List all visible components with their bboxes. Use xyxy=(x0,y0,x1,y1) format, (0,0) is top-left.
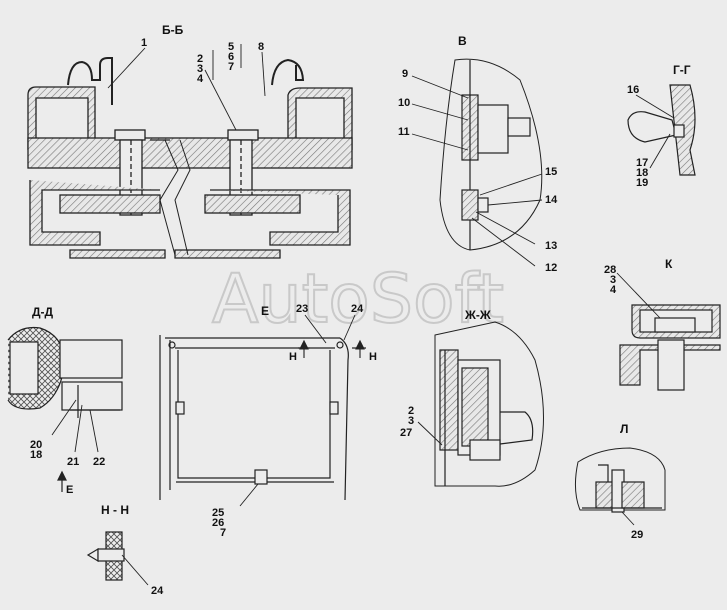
view-v xyxy=(411,58,543,267)
callout-15: 15 xyxy=(545,166,557,178)
callout-1: 1 xyxy=(141,37,147,49)
callout-7-bb: 7 xyxy=(228,61,234,73)
view-l xyxy=(574,447,666,526)
callout-3-bb: 3 xyxy=(197,63,203,75)
callout-2-bb: 2 xyxy=(197,53,203,65)
section-zhzh xyxy=(417,321,544,487)
callout-8: 8 xyxy=(258,41,264,53)
section-bb xyxy=(27,44,353,259)
callout-21: 21 xyxy=(67,456,79,468)
section-mark-h-right: Н xyxy=(369,351,377,363)
section-hh xyxy=(86,531,149,586)
callout-29: 29 xyxy=(631,529,643,541)
view-e xyxy=(159,314,366,507)
section-title-hh: Н - Н xyxy=(101,503,129,517)
section-title-bb: Б-Б xyxy=(162,23,184,37)
callout-28: 28 xyxy=(604,264,616,276)
callout-17: 17 xyxy=(636,157,648,169)
arrow-e-dd xyxy=(57,470,67,492)
callout-16: 16 xyxy=(627,84,639,96)
callout-24-e: 24 xyxy=(351,303,364,315)
callout-23: 23 xyxy=(296,303,308,315)
callout-11: 11 xyxy=(398,126,410,138)
callout-7-e: 7 xyxy=(220,527,226,539)
callout-22: 22 xyxy=(93,456,105,468)
callout-4-k: 4 xyxy=(610,284,617,296)
view-title-l: Л xyxy=(620,422,628,436)
callout-18-gg: 18 xyxy=(636,167,648,179)
callout-13: 13 xyxy=(545,240,557,252)
callout-25: 25 xyxy=(212,507,224,519)
callout-2-zh: 2 xyxy=(408,405,414,417)
callout-5: 5 xyxy=(228,41,234,53)
view-k xyxy=(616,272,721,391)
view-mark-e-dd: Е xyxy=(66,484,73,496)
section-mark-h-left: Н xyxy=(289,351,297,363)
section-arrows-h xyxy=(299,339,365,358)
callout-12: 12 xyxy=(545,262,557,274)
callout-27: 27 xyxy=(400,427,412,439)
callout-26: 26 xyxy=(212,517,224,529)
view-title-k: К xyxy=(665,257,673,271)
view-title-v: В xyxy=(458,34,467,48)
callout-19: 19 xyxy=(636,177,648,189)
section-dd xyxy=(7,326,123,453)
callout-20: 20 xyxy=(30,439,42,451)
callout-18-dd: 18 xyxy=(30,449,42,461)
callout-14: 14 xyxy=(545,194,558,206)
callout-9: 9 xyxy=(402,68,408,80)
callout-6: 6 xyxy=(228,51,234,63)
callout-10: 10 xyxy=(398,97,410,109)
callout-4-bb: 4 xyxy=(197,73,204,85)
section-title-zhzh: Ж-Ж xyxy=(464,308,491,322)
view-title-e: Е xyxy=(261,304,269,318)
section-title-gg: Г-Г xyxy=(673,63,691,77)
section-gg xyxy=(627,84,696,176)
watermark-text: AutoSoft xyxy=(212,260,504,339)
callout-3-k: 3 xyxy=(610,274,616,286)
section-title-dd: Д-Д xyxy=(32,305,54,319)
callout-24-hh: 24 xyxy=(151,585,164,597)
callout-3-zh: 3 xyxy=(408,415,414,427)
